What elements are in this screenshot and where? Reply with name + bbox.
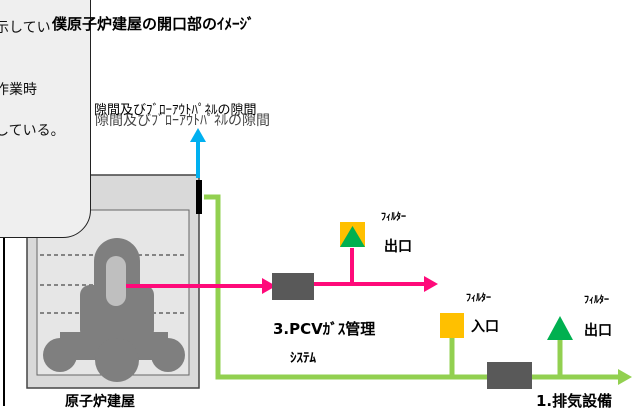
callout-bubble: 示してい 作業時 している。 xyxy=(0,0,91,238)
gap-label: 隙間及びﾌﾞﾛｰｱｳﾄﾊﾟﾈﾙの隙間 xyxy=(94,103,257,118)
magenta-arrowhead-2 xyxy=(424,276,438,292)
green-exhaust-arrowhead xyxy=(618,369,632,385)
filter-out-1-label: ﾌｨﾙﾀｰ xyxy=(381,212,406,223)
diagram-title: 僕原子炉建屋の開口部のｲﾒｰｼﾞ xyxy=(52,15,255,33)
callout-line-1: 示してい xyxy=(0,20,51,36)
building-label: 原子炉建屋 xyxy=(65,394,135,410)
filter-in-sublabel: 入口 xyxy=(471,319,499,335)
pcv-vessel-core xyxy=(106,256,126,306)
callout-line-2: 作業時 xyxy=(0,82,37,98)
leak-arrow-head xyxy=(190,128,206,142)
filter-in-label: ﾌｨﾙﾀｰ xyxy=(466,293,491,304)
filter-out-1-triangle xyxy=(340,226,365,247)
pcv-gas-label: 3.PCVｶﾞｽ管理 xyxy=(273,320,376,338)
callout-line-3: している。 xyxy=(0,123,65,139)
exhaust-device xyxy=(487,362,532,389)
blowout-panel-gap xyxy=(196,180,202,214)
filter-out-1-sublabel: 出口 xyxy=(384,239,412,255)
filter-in-square xyxy=(440,313,464,338)
pcv-gas-label-2: ｼｽﾃﾑ xyxy=(290,351,316,366)
filter-out-2-sublabel: 出口 xyxy=(584,323,612,339)
exhaust-label: 1.排気設備 xyxy=(536,392,613,410)
filter-out-2-label: ﾌｨﾙﾀｰ xyxy=(584,295,609,306)
filter-out-2-triangle xyxy=(547,316,573,340)
pcv-gas-device xyxy=(272,273,314,300)
magenta-arrowhead-1 xyxy=(262,278,276,294)
gap-label-shadow: 隙間及びﾌﾞﾛｰｱｳﾄﾊﾟﾈﾙの隙間 xyxy=(95,113,270,129)
